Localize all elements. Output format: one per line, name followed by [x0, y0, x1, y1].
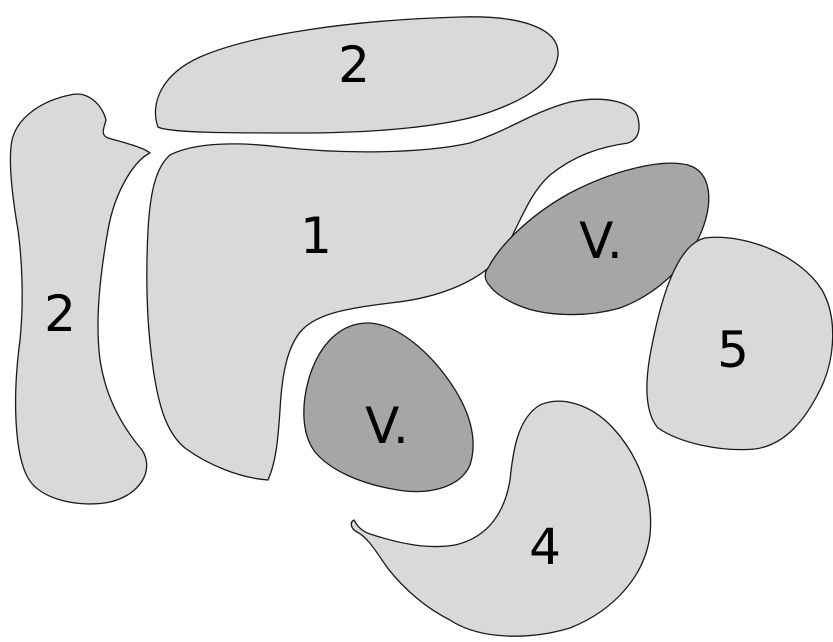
- region-top-2: 2: [154, 16, 559, 134]
- region-upper-v-label: V.: [579, 212, 623, 270]
- region-bottom-4-label: 4: [529, 518, 561, 576]
- region-bottom-4-shape: [350, 400, 652, 637]
- region-top-2-shape: [154, 16, 559, 134]
- region-left-2-shape: [9, 93, 151, 505]
- region-bottom-4: 4: [350, 400, 652, 637]
- region-lower-v: V.: [303, 322, 474, 493]
- region-top-2-label: 2: [338, 36, 370, 94]
- region-lower-v-shape: [303, 322, 474, 493]
- region-right-5: 5: [646, 236, 833, 451]
- region-left-2: 2: [9, 93, 151, 505]
- region-right-5-shape: [646, 236, 833, 451]
- region-center-1-shape: [146, 98, 640, 481]
- region-upper-v: V.: [484, 162, 710, 316]
- region-center-1: 1: [146, 98, 640, 481]
- region-center-1-label: 1: [300, 207, 332, 265]
- region-lower-v-label: V.: [365, 397, 409, 455]
- region-right-5-label: 5: [717, 321, 749, 379]
- region-left-2-label: 2: [44, 285, 76, 343]
